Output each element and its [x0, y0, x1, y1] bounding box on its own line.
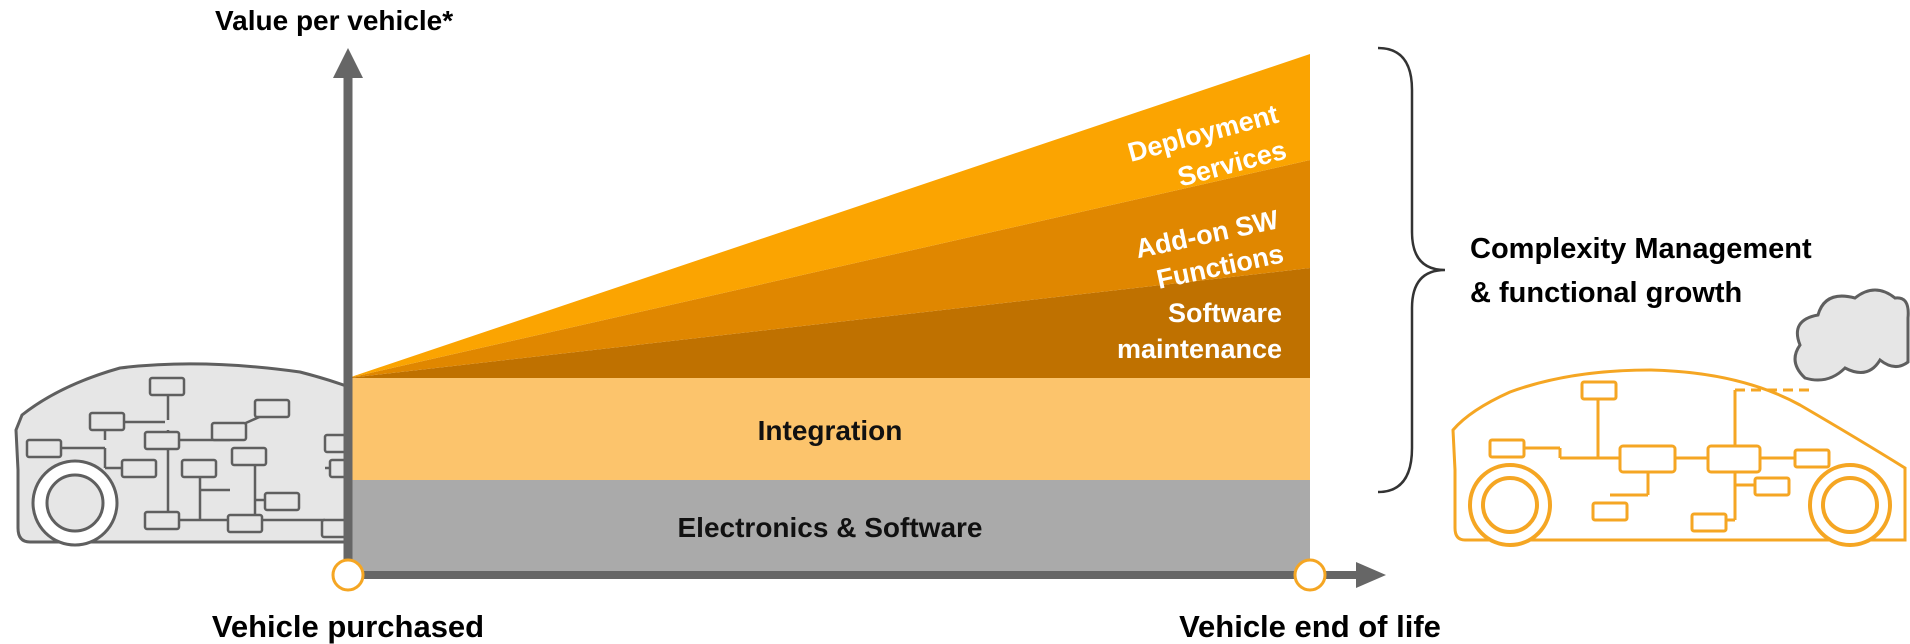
cloud-icon [1793, 288, 1910, 382]
deployment-services-layer [348, 54, 1310, 378]
y-axis-label: Value per vehicle* [215, 5, 453, 36]
x-end-label: Vehicle end of life [1179, 609, 1441, 644]
y-axis-arrow-icon [333, 48, 363, 78]
brace-label-line2: & functional growth [1470, 277, 1742, 309]
curly-brace-icon [1377, 46, 1446, 494]
x-axis-arrow-icon [1356, 562, 1386, 588]
integration-label: Integration [758, 415, 903, 446]
end-of-life-marker [1293, 558, 1327, 592]
brace-label-line1: Complexity Management [1470, 233, 1812, 265]
software-maintenance-label-2: maintenance [1117, 334, 1282, 364]
integration-layer [348, 378, 1310, 480]
electronics-software-layer [348, 480, 1310, 575]
electronics-software-label: Electronics & Software [678, 512, 983, 543]
purchase-marker [331, 558, 365, 592]
axes [331, 48, 1386, 592]
x-start-label: Vehicle purchased [212, 609, 484, 644]
car-centralized-cloud-icon [1451, 288, 1910, 547]
software-maintenance-label-1: Software [1168, 298, 1282, 328]
